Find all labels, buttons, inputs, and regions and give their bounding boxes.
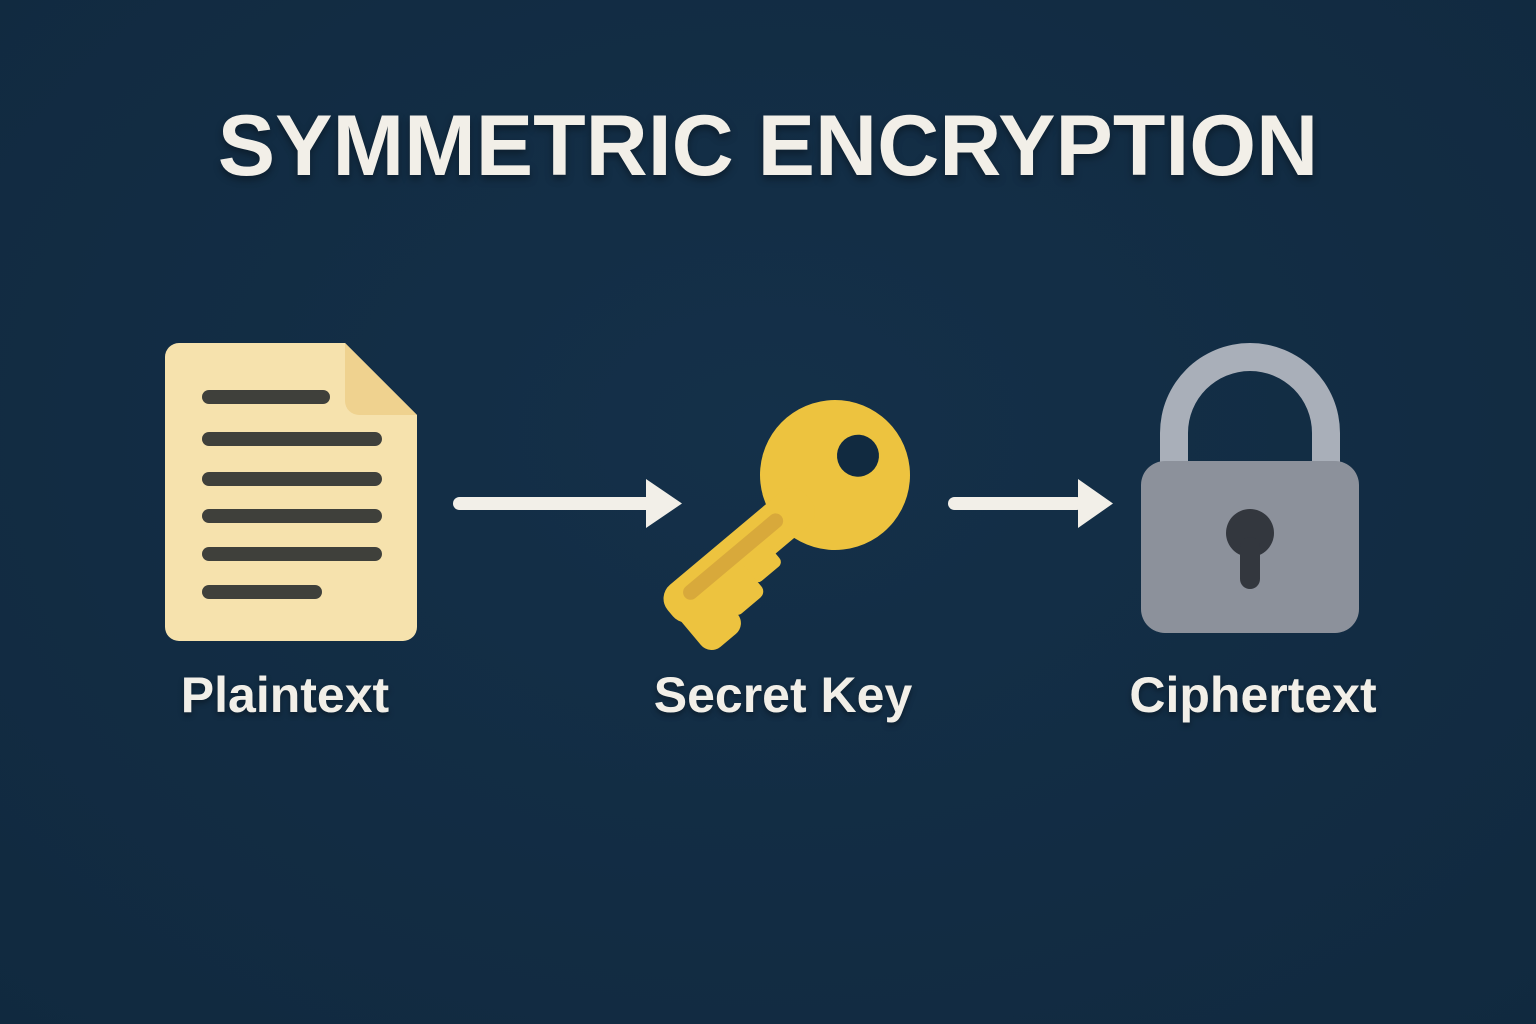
document-page bbox=[165, 343, 417, 641]
flow-arrow-1 bbox=[453, 479, 682, 528]
flow-arrow-2 bbox=[948, 479, 1113, 528]
key-icon bbox=[663, 400, 910, 650]
document-icon bbox=[165, 343, 417, 641]
document-text-lines bbox=[202, 390, 382, 599]
lock-shackle bbox=[1160, 343, 1340, 477]
key-body bbox=[663, 400, 910, 650]
key-shaft-stripe bbox=[683, 513, 784, 600]
lock-keyhole bbox=[1226, 509, 1274, 589]
plaintext-label: Plaintext bbox=[180, 667, 390, 723]
lock-icon bbox=[1141, 343, 1359, 633]
document-fold bbox=[345, 343, 417, 415]
key-head-hole bbox=[836, 434, 879, 477]
ciphertext-label: Ciphertext bbox=[1129, 667, 1377, 723]
secret-key-label: Secret Key bbox=[653, 667, 913, 723]
diagram-title: SYMMETRIC ENCRYPTION bbox=[217, 98, 1319, 194]
